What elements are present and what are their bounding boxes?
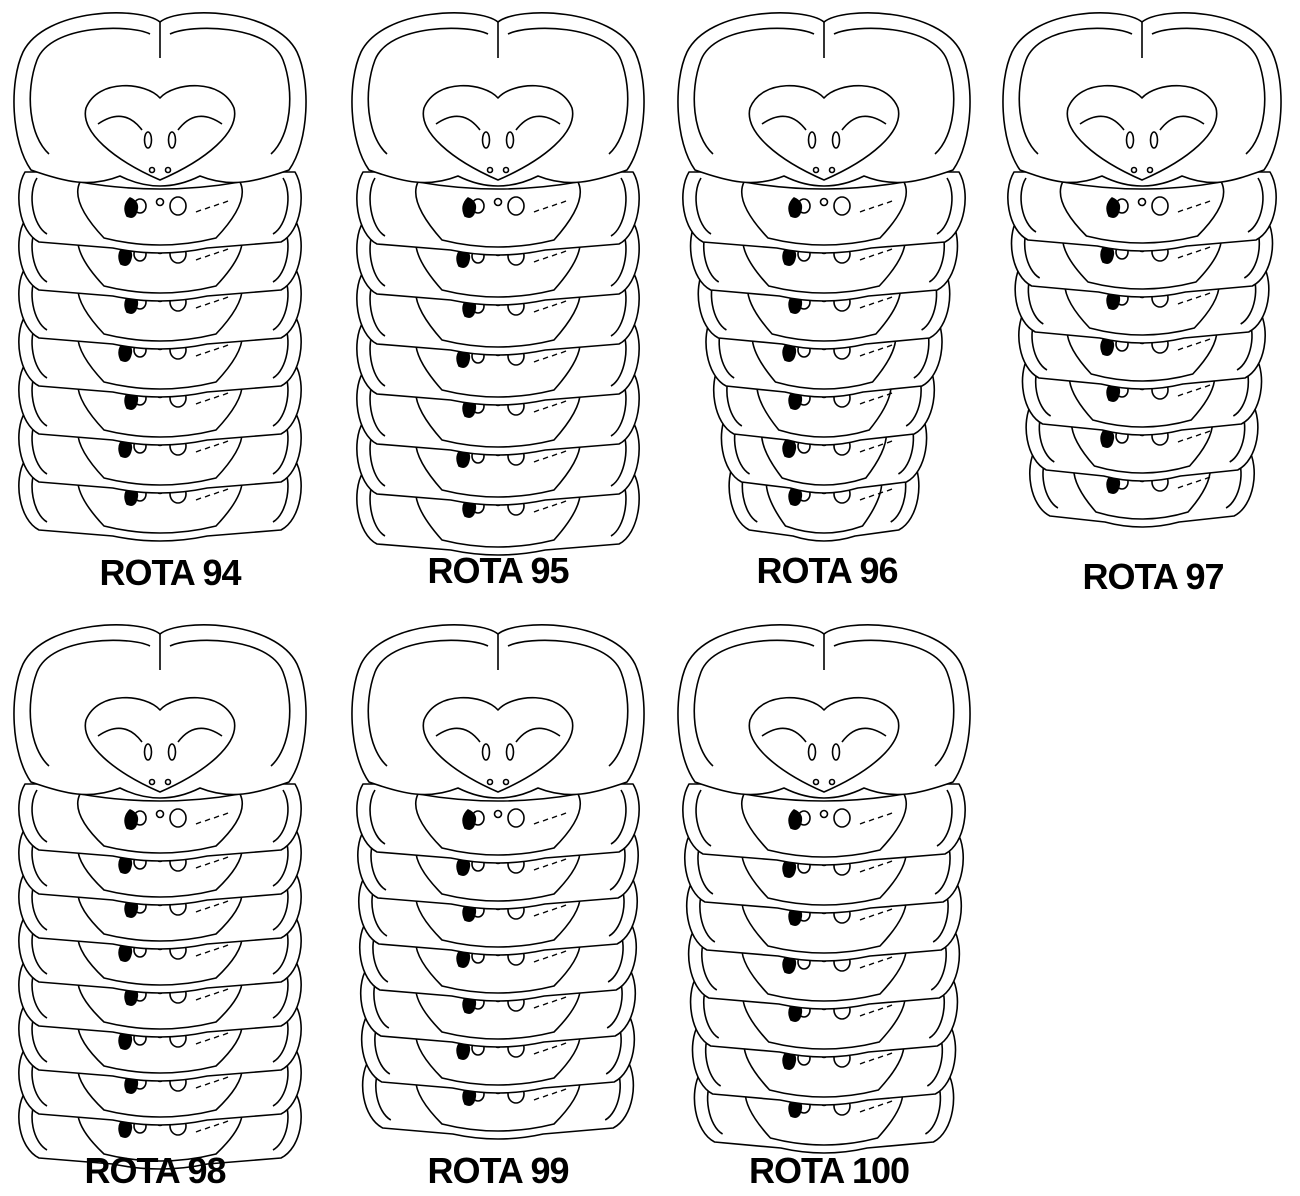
lesion-mark <box>789 198 801 217</box>
nucleus <box>150 780 155 785</box>
nucleus <box>169 744 176 760</box>
panel-rota-98: ROTA 98 <box>0 612 325 1196</box>
panel-rota-97: ROTA 97 <box>1000 0 1300 600</box>
brainstem-body <box>416 794 581 855</box>
brainstem-body <box>742 182 907 245</box>
nucleus <box>507 132 514 148</box>
panel-rota-99: ROTA 99 <box>338 612 663 1196</box>
brain-section-stack <box>672 612 997 1152</box>
brainstem-body <box>1060 182 1223 243</box>
nucleus <box>834 809 850 827</box>
nucleus <box>150 168 155 173</box>
brain-section-stack <box>338 612 663 1152</box>
panel-rota-100: ROTA 100 <box>672 612 997 1196</box>
section-group <box>678 625 970 1153</box>
panel-label: ROTA 99 <box>413 1150 583 1192</box>
nucleus <box>495 811 502 818</box>
nucleus <box>814 168 819 173</box>
lesion-mark <box>125 810 137 829</box>
nucleus <box>1148 168 1153 173</box>
nucleus <box>1127 132 1134 148</box>
nucleus <box>830 168 835 173</box>
section-group <box>352 13 644 555</box>
lesion-mark <box>463 810 475 829</box>
lesion-mark <box>1107 198 1119 217</box>
section-group <box>1003 13 1281 527</box>
nucleus <box>1132 168 1137 173</box>
panel-label: ROTA 95 <box>413 550 583 592</box>
lesion-mark <box>125 198 137 217</box>
nucleus <box>809 744 816 760</box>
nucleus <box>814 780 819 785</box>
panel-rota-95: ROTA 95 <box>338 0 663 600</box>
nucleus <box>483 744 490 760</box>
nucleus <box>170 809 186 827</box>
nucleus <box>157 199 164 206</box>
nucleus <box>1139 199 1146 206</box>
brain-section-stack <box>0 0 325 560</box>
nucleus <box>830 780 835 785</box>
nucleus <box>145 132 152 148</box>
brainstem-body <box>742 794 907 857</box>
section-group <box>14 625 306 1169</box>
nucleus <box>1151 132 1158 148</box>
nucleus <box>507 744 514 760</box>
lesion-mark <box>789 810 801 829</box>
nucleus <box>508 809 524 827</box>
nucleus <box>488 168 493 173</box>
nucleus <box>166 780 171 785</box>
lesion-mark <box>463 198 475 217</box>
nucleus <box>809 132 816 148</box>
brainstem-body <box>78 182 243 245</box>
nucleus <box>169 132 176 148</box>
brain-section-stack <box>672 0 997 560</box>
nucleus <box>833 132 840 148</box>
nucleus <box>834 197 850 215</box>
nucleus <box>504 168 509 173</box>
brain-section-stack <box>338 0 663 560</box>
nucleus <box>145 744 152 760</box>
nucleus <box>157 811 164 818</box>
nucleus <box>821 811 828 818</box>
nucleus <box>833 744 840 760</box>
panel-label: ROTA 94 <box>85 552 255 594</box>
panel-label: ROTA 96 <box>742 550 912 592</box>
section-group <box>678 13 970 541</box>
nucleus <box>166 168 171 173</box>
nucleus <box>488 780 493 785</box>
panel-label: ROTA 97 <box>1068 556 1238 598</box>
panel-rota-94: ROTA 94 <box>0 0 325 600</box>
nucleus <box>170 197 186 215</box>
brain-section-stack <box>1000 0 1300 560</box>
brainstem-body <box>416 182 581 247</box>
panel-rota-96: ROTA 96 <box>672 0 997 600</box>
panel-label: ROTA 98 <box>70 1150 240 1192</box>
nucleus <box>1152 197 1168 215</box>
brainstem-body <box>78 794 243 853</box>
nucleus <box>504 780 509 785</box>
nucleus <box>821 199 828 206</box>
section-group <box>14 13 306 541</box>
nucleus <box>508 197 524 215</box>
panel-label: ROTA 100 <box>734 1150 924 1192</box>
nucleus <box>495 199 502 206</box>
brain-section-stack <box>0 612 325 1152</box>
section-group <box>352 625 644 1139</box>
nucleus <box>483 132 490 148</box>
